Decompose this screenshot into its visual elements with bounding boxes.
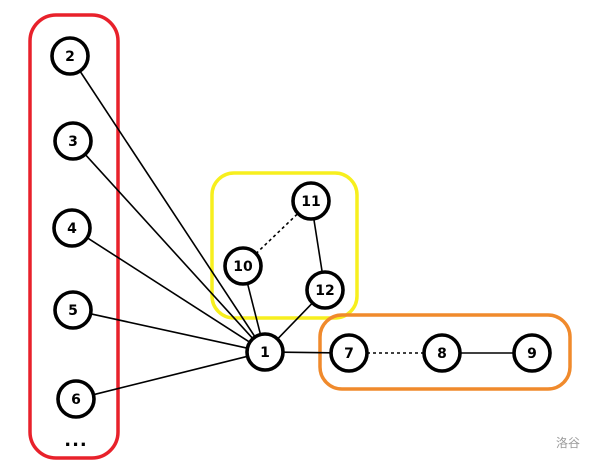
more-nodes-ellipsis: ...: [64, 430, 88, 451]
edge-12-1: [276, 302, 314, 340]
node-label: 3: [68, 134, 78, 150]
node-5: 5: [53, 290, 93, 330]
node-label: 2: [65, 49, 75, 65]
node-label: 11: [301, 194, 320, 210]
edge-4-1: [86, 237, 251, 343]
node-circle: [512, 333, 552, 373]
node-circle: [245, 332, 285, 372]
node-circle: [52, 208, 92, 248]
node-label: 7: [344, 346, 354, 362]
groups-layer: [28, 13, 572, 460]
node-7: 7: [329, 333, 369, 373]
edge-6-1: [93, 355, 248, 396]
node-circle: [56, 379, 96, 419]
node-9: 9: [512, 333, 552, 373]
node-circle: [53, 121, 93, 161]
node-label: 1: [260, 345, 270, 361]
edge-5-1: [90, 313, 248, 349]
watermark: 洛谷: [556, 435, 580, 450]
node-circle: [305, 270, 345, 310]
node-label: 5: [68, 303, 78, 319]
edge-2-1: [79, 70, 256, 338]
edge-11-12: [313, 218, 323, 273]
node-label: 10: [233, 259, 253, 275]
node-label: 6: [71, 392, 81, 408]
node-circle: [291, 181, 331, 221]
node-label: 12: [315, 283, 334, 299]
node-2: 2: [50, 36, 90, 76]
edge-3-1: [84, 153, 254, 340]
node-3: 3: [53, 121, 93, 161]
node-1: 1: [245, 332, 285, 372]
node-12: 12: [305, 270, 345, 310]
edge-10-1: [246, 283, 262, 335]
node-11: 11: [291, 181, 331, 221]
node-8: 8: [422, 333, 462, 373]
node-label: 4: [67, 221, 77, 237]
edges-layer: [79, 70, 514, 396]
node-label: 8: [437, 346, 447, 362]
node-circle: [53, 290, 93, 330]
node-10: 10: [223, 246, 263, 286]
node-circle: [422, 333, 462, 373]
node-4: 4: [52, 208, 92, 248]
node-circle: [329, 333, 369, 373]
edge-1-7: [282, 351, 332, 354]
top-group-box: [210, 171, 359, 320]
edge-10-11: [255, 212, 299, 255]
left-group-box: [28, 13, 120, 460]
node-6: 6: [56, 379, 96, 419]
node-label: 9: [527, 346, 537, 362]
node-circle: [223, 246, 263, 286]
node-circle: [50, 36, 90, 76]
